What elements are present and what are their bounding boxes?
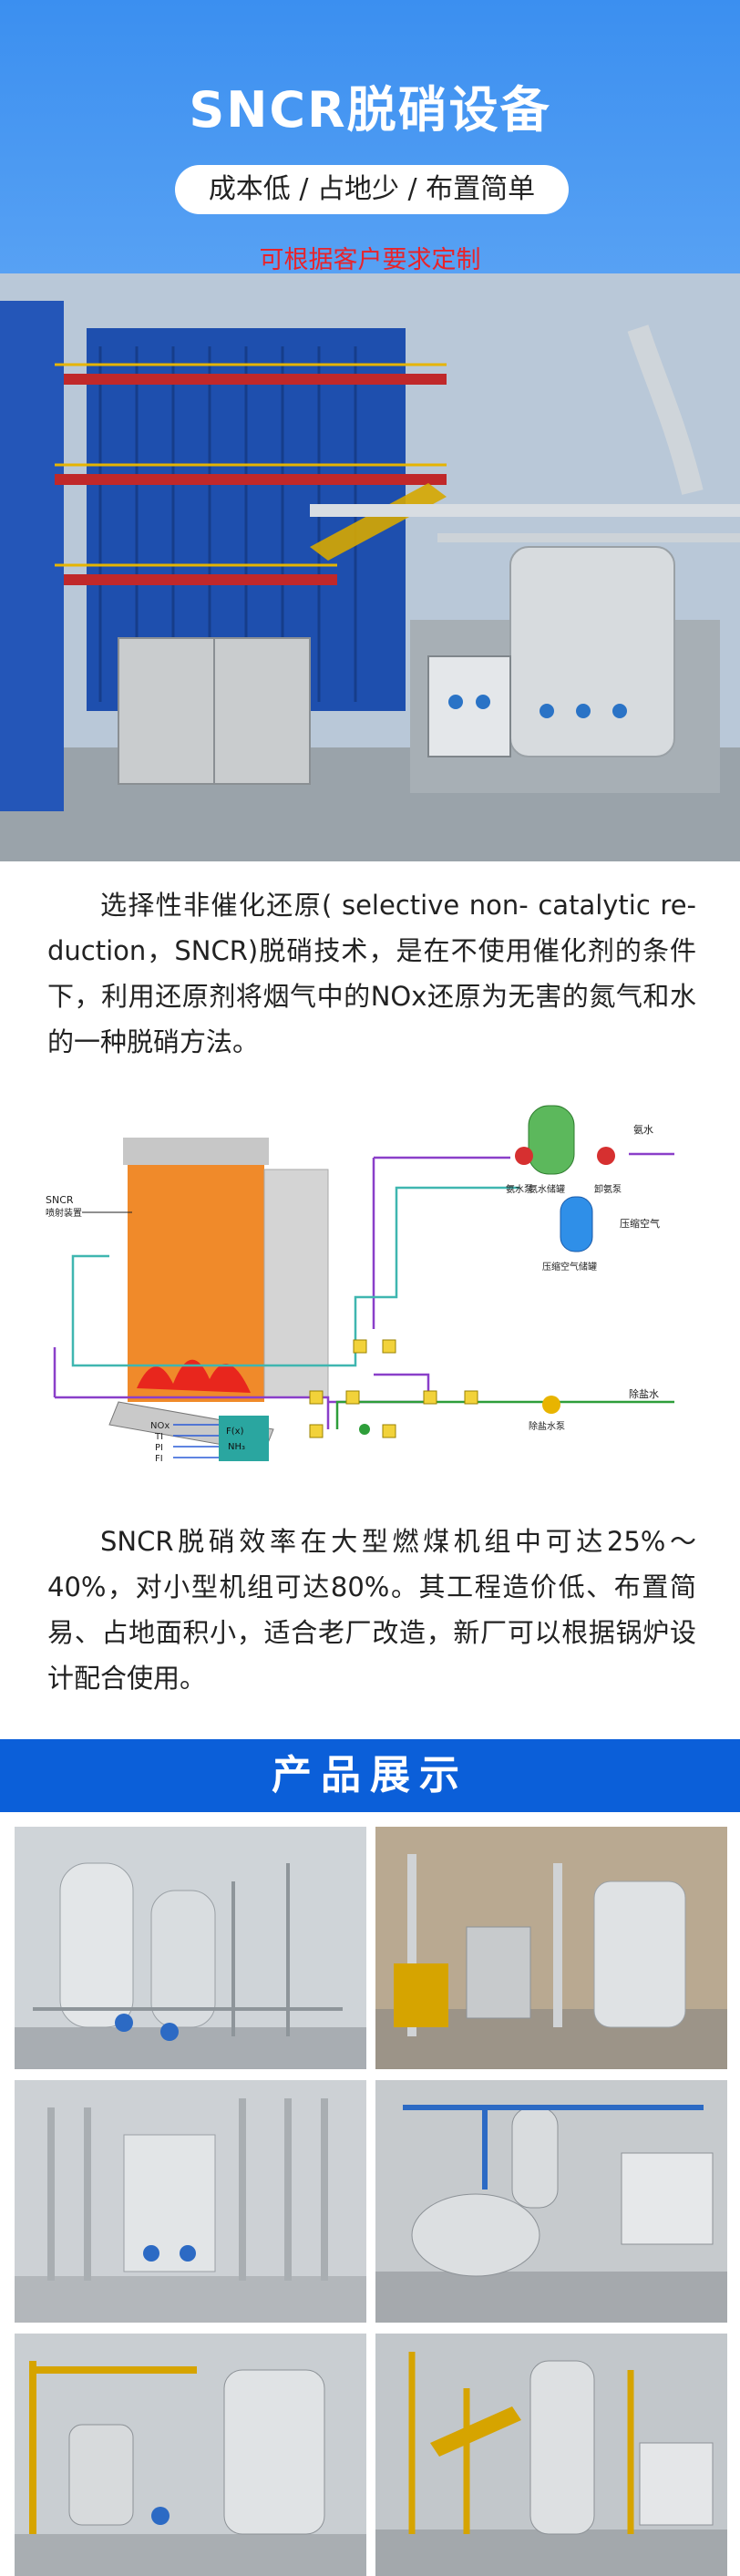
- label-ti: TI: [154, 1432, 163, 1442]
- label-compressed-air: 压缩空气: [620, 1217, 660, 1230]
- product-photo-3: [15, 2080, 366, 2323]
- label-ammonia-tank: 氨水储罐: [529, 1183, 565, 1195]
- label-pi: PI: [155, 1443, 163, 1453]
- product-photo-6: [375, 2334, 727, 2576]
- label-fi: FI: [155, 1454, 163, 1464]
- label-ammonia-pump: 氨水泵: [506, 1183, 533, 1195]
- hero-customization-note: 可根据客户要求定制: [259, 246, 481, 274]
- label-demin-water: 除盐水: [629, 1387, 659, 1400]
- label-sncr-device-1: SNCR: [46, 1194, 74, 1206]
- product-photo-1: [15, 1827, 366, 2069]
- intro-paragraph: 选择性非催化还原( selective non- catalytic re-du…: [47, 890, 696, 1057]
- product-photo-4: [375, 2080, 727, 2323]
- hero-section: SNCR脱硝设备 成本低 / 占地少 / 布置简单 可根据客户要求定制: [0, 0, 740, 861]
- label-unload-pump: 卸氨泵: [594, 1183, 622, 1195]
- label-air-tank: 压缩空气储罐: [542, 1261, 597, 1273]
- hero-title: SNCR脱硝设备: [189, 81, 551, 139]
- efficiency-paragraph: SNCR脱硝效率在大型燃煤机组中可达25%～40%，对小型机组可达80%。其工程…: [47, 1526, 696, 1694]
- product-photo-5: [15, 2334, 366, 2576]
- products-section-title: 产品展示: [0, 1739, 740, 1812]
- product-photo-2: [375, 1827, 727, 2069]
- sncr-process-diagram: SNCR 喷射装置 F(x) NH₃ NOx TI PI FI 氨水 氨水储罐 …: [46, 1105, 674, 1464]
- label-fx: F(x): [226, 1427, 244, 1437]
- label-nh3: NH₃: [228, 1442, 245, 1452]
- label-ammonia-water: 氨水: [633, 1124, 653, 1136]
- hero-tagline: 成本低 / 占地少 / 布置简单: [175, 165, 569, 214]
- label-sncr-device-2: 喷射装置: [46, 1207, 82, 1219]
- label-nox: NOx: [150, 1421, 170, 1431]
- hero-equipment-photo: [0, 273, 740, 861]
- label-demin-pump: 除盐水泵: [529, 1420, 565, 1432]
